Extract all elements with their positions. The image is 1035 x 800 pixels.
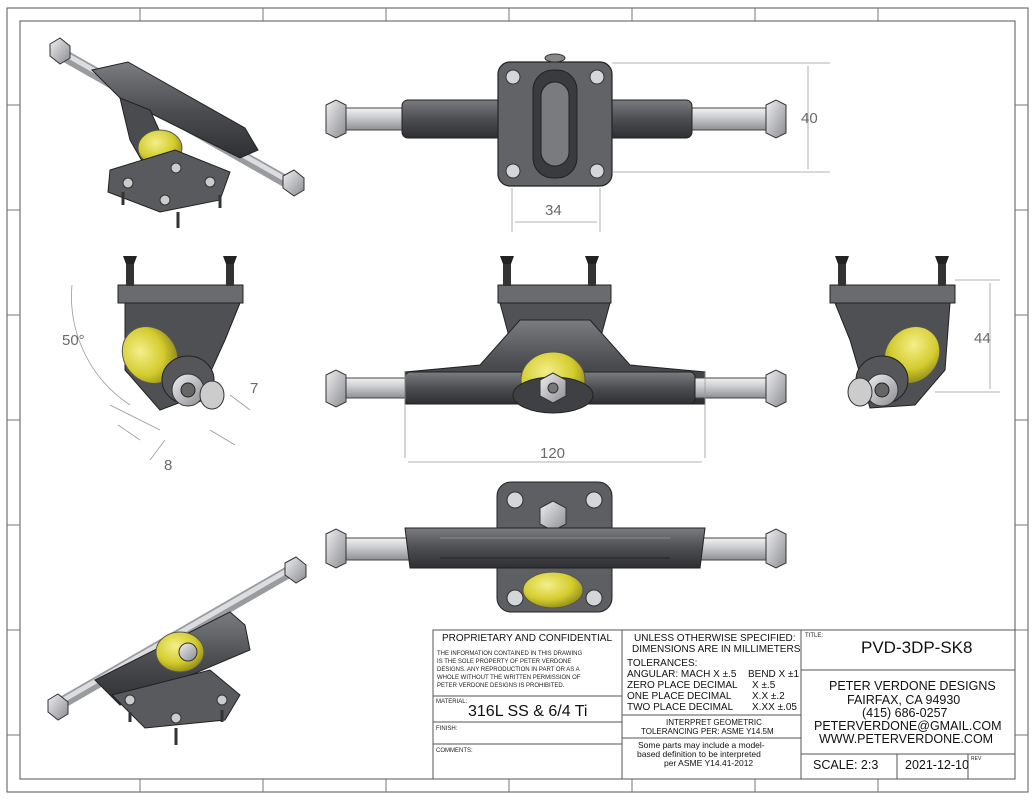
front-view — [325, 256, 787, 414]
left-view-dimensions — [71, 284, 251, 461]
material-label: MATERIAL: — [436, 699, 468, 705]
dim-width-top: 34 — [545, 202, 562, 219]
tol-row-4-value: X.XX ±.05 — [752, 702, 797, 713]
top-view-dimensions — [511, 62, 830, 232]
dim-overall-width: 120 — [540, 445, 566, 462]
tol-row-3-value: X.X ±.2 — [752, 691, 785, 702]
title-label: TITLE: — [805, 633, 824, 639]
tol-row-1-name: ANGULAR: MACH X ±.5 — [627, 669, 737, 680]
dim-height-right: 44 — [974, 330, 991, 347]
right-view-dimensions — [935, 279, 1000, 393]
unless-line-2: DIMENSIONS ARE IN MILLIMETERS — [632, 644, 801, 655]
tolerances-label: TOLERANCES: — [627, 658, 698, 669]
material-value: 316L SS & 6/4 Ti — [468, 703, 588, 720]
tol-row-2-value: X ±.5 — [752, 680, 776, 691]
company-line-2: FAIRFAX, CA 94930 — [847, 693, 961, 707]
dim-side-small: 7 — [250, 380, 259, 397]
company-line-5: WWW.PETERVERDONE.COM — [819, 732, 994, 746]
rev-label: REV — [971, 756, 982, 762]
model-line-3: per ASME Y14.41-2012 — [664, 758, 754, 768]
proprietary-line-4: WHOLE WITHOUT THE WRITTEN PERMISSION OF — [437, 675, 581, 681]
company-line-4: PETERVERDONE@GMAIL.COM — [814, 719, 1002, 733]
interpret-line-1: INTERPRET GEOMETRIC — [666, 718, 762, 727]
top-view — [325, 53, 787, 187]
company-line-3: (415) 686-0257 — [862, 706, 948, 720]
model-line-1: Some parts may include a model- — [638, 740, 765, 750]
title-block-grid — [432, 629, 1016, 780]
proprietary-line-2: IS THE SOLE PROPERTY OF PETER VERDONE — [437, 659, 572, 665]
iso-view-bottom — [47, 556, 307, 745]
tol-row-3-name: ONE PLACE DECIMAL — [627, 691, 732, 702]
proprietary-line-3: DESIGNS. ANY REPRODUCTION IN PART OR AS … — [437, 667, 580, 673]
comments-label: COMMENTS: — [436, 748, 473, 754]
dim-side-bottom: 8 — [164, 457, 173, 474]
interpret-line-2: TOLERANCING PER: ASME Y14.5M — [641, 727, 774, 736]
tol-row-2-name: ZERO PLACE DECIMAL — [627, 680, 738, 691]
model-line-2: based definition to be interpreted — [637, 749, 761, 759]
left-side-view — [117, 256, 244, 411]
tol-row-1-value: BEND X ±1 — [748, 669, 800, 680]
drawing-date: 2021-12-10 — [905, 758, 969, 772]
scale: SCALE: 2:3 — [813, 758, 879, 772]
iso-view-top — [49, 37, 305, 228]
proprietary-line-1: THE INFORMATION CONTAINED IN THIS DRAWIN… — [437, 651, 583, 657]
dim-height-top: 40 — [801, 110, 818, 127]
border-ticks — [7, 8, 1028, 792]
front-view-dimensions — [404, 372, 706, 463]
proprietary-line-5: PETER VERDONE DESIGNS IS PROHIBITED. — [437, 683, 565, 689]
drawing-title: PVD-3DP-SK8 — [861, 638, 973, 657]
company-line-1: PETER VERDONE DESIGNS — [829, 679, 996, 693]
finish-label: FINISH: — [436, 726, 458, 732]
unless-line-1: UNLESS OTHERWISE SPECIFIED: — [634, 633, 796, 644]
dim-angle: 50° — [62, 332, 85, 349]
bottom-view — [325, 481, 787, 613]
right-side-view — [829, 256, 956, 409]
tol-row-4-name: TWO PLACE DECIMAL — [627, 702, 734, 713]
proprietary-title: PROPRIETARY AND CONFIDENTIAL — [442, 633, 613, 644]
